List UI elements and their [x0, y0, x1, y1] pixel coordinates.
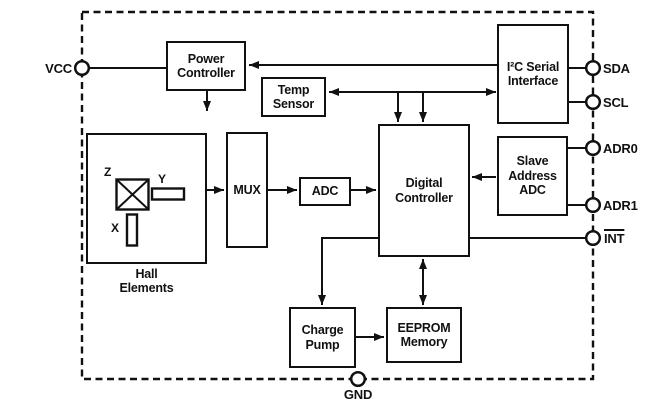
temp-sensor-block: Temp Sensor: [261, 77, 326, 117]
hall-element-y-shape: [150, 187, 186, 201]
hall-element-z-shape: [115, 178, 150, 211]
pin-circle-scl: [584, 93, 602, 111]
hall-axis-label-x: X: [111, 221, 119, 235]
i2c-serial-interface-block: I²C Serial Interface: [497, 24, 569, 124]
hall-axis-label-y: Y: [158, 172, 166, 186]
pin-circle-int: [584, 229, 602, 247]
pin-circle-adr1: [584, 196, 602, 214]
hall-axis-label-z: Z: [104, 165, 112, 179]
mux-block: MUX: [226, 132, 268, 248]
pin-label-vcc: VCC: [45, 61, 72, 76]
hall-element-x-shape: [125, 213, 139, 247]
hall-elements-block: [86, 133, 207, 264]
hall-elements-caption: Hall Elements: [119, 267, 174, 295]
digital-controller-block: Digital Controller: [378, 124, 470, 257]
pin-label-adr1: ADR1: [603, 198, 638, 213]
power-controller-block: Power Controller: [166, 41, 246, 91]
pin-label-scl: SCL: [603, 95, 629, 110]
ic-package-boundary: [80, 10, 595, 381]
pin-circle-sda: [584, 59, 602, 77]
pin-label-int: INT: [604, 231, 625, 246]
slave-address-adc-block: Slave Address ADC: [497, 136, 568, 216]
pin-circle-gnd: [349, 370, 367, 388]
pin-label-gnd: GND: [343, 387, 373, 402]
eeprom-memory-block: EEPROM Memory: [386, 307, 462, 363]
adc-block: ADC: [299, 177, 351, 206]
pin-circle-adr0: [584, 139, 602, 157]
charge-pump-block: Charge Pump: [289, 307, 356, 368]
pin-circle-vcc: [73, 59, 91, 77]
wire-dc-to-charge-pump: [318, 237, 378, 305]
pin-label-adr0: ADR0: [603, 141, 638, 156]
pin-label-sda: SDA: [603, 61, 630, 76]
